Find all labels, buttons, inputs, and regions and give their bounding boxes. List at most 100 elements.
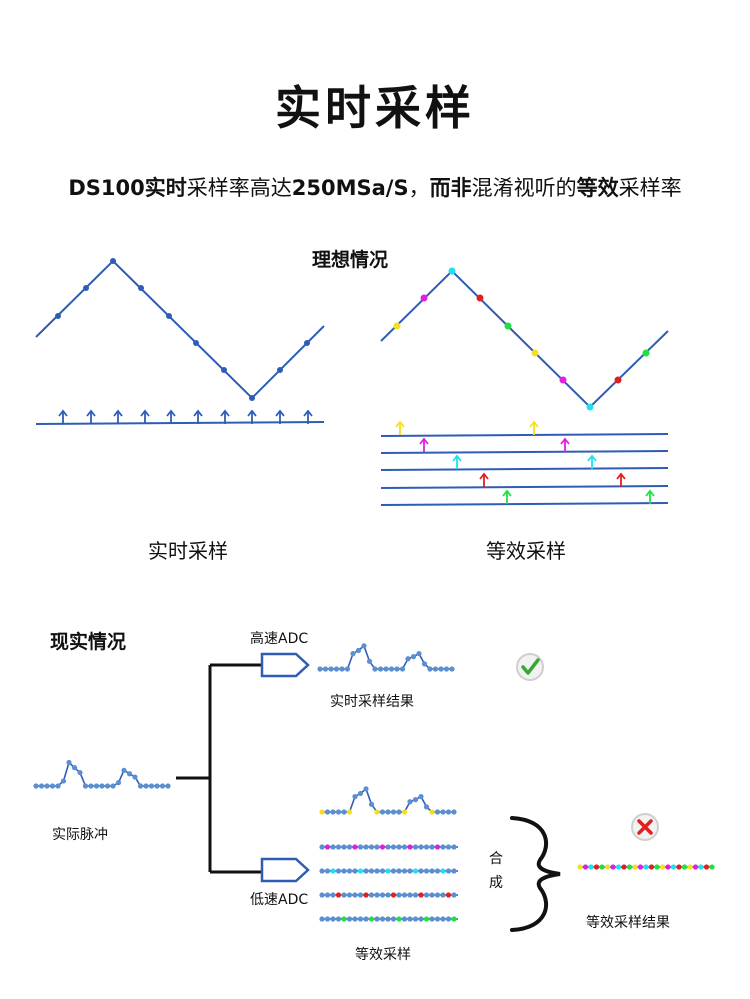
sample-arrow (560, 437, 570, 445)
row-sample (374, 868, 380, 874)
row-sample (379, 844, 386, 850)
row-sample (346, 892, 353, 898)
pulse-sample (449, 666, 455, 672)
row-sample (401, 868, 408, 874)
pulse-sample (432, 666, 439, 672)
subtitle-part: 等效 (576, 176, 619, 200)
row-sample (341, 916, 347, 922)
equivalent-triangle-wave (380, 269, 669, 409)
pulse-sample (401, 809, 408, 815)
result-sample (654, 864, 660, 870)
pulse-line (36, 761, 168, 787)
result-sample (676, 864, 682, 870)
pulse-sample (410, 654, 417, 660)
result-sample (681, 864, 688, 870)
sample-point (504, 322, 512, 330)
pulse-sample (390, 809, 397, 815)
sample-arrow (529, 420, 539, 428)
sample-arrow (193, 409, 203, 417)
cross-icon (631, 813, 659, 841)
pulse-sample (421, 661, 428, 667)
pulse-sample (377, 666, 384, 672)
row-sample (346, 916, 353, 922)
sample-arrow (479, 472, 489, 480)
pulse-sample (363, 786, 369, 792)
pulse-sample (379, 809, 386, 815)
realtime-triangle-wave (35, 259, 325, 400)
sample-arrow (166, 409, 176, 417)
pulse-sample (93, 783, 100, 789)
row-sample (346, 868, 353, 874)
subtitle-part: 实时 (144, 176, 187, 200)
row-sample (357, 844, 364, 850)
row-sample (440, 868, 446, 874)
pulse-sample (322, 666, 329, 672)
row-sample (324, 844, 331, 850)
pulse-sample (416, 650, 422, 657)
check-icon (516, 653, 544, 681)
pulse-sample (346, 809, 353, 815)
pulse-sample (366, 658, 373, 664)
row-sample (352, 916, 358, 922)
row-sample (440, 916, 446, 922)
pulse-sample (412, 797, 419, 803)
result-sample (610, 864, 616, 870)
sample-point (221, 367, 227, 373)
row-sample (401, 916, 408, 922)
row-sample (330, 844, 336, 850)
row-sample (368, 868, 375, 874)
pulse-sample (445, 809, 452, 815)
subtitle-part: 混淆视听的 (471, 176, 577, 200)
equivalent-label: 等效采样 (355, 947, 411, 963)
pulse-line (322, 787, 454, 813)
pulse-sample (154, 783, 160, 789)
real-heading: 现实情况 (50, 631, 127, 653)
pulse-sample (443, 666, 450, 672)
row-sample (407, 892, 413, 898)
pulse-sample (330, 809, 336, 815)
row-sample (335, 844, 342, 850)
row-sample (445, 868, 452, 874)
pulse-sample (396, 809, 402, 815)
branch-connector (176, 663, 262, 874)
result-sample (670, 864, 677, 870)
pulse-sample (434, 809, 441, 815)
row-sample (385, 892, 391, 898)
row-sample (341, 868, 347, 874)
ideal-heading: 理想情况 (312, 249, 389, 271)
pulse-sample (405, 656, 411, 662)
row-sample (335, 916, 342, 922)
row-sample (390, 868, 397, 874)
result-sample (593, 864, 600, 870)
row-sample (374, 916, 380, 922)
row-sample (357, 916, 364, 922)
sample-arrow (616, 472, 626, 480)
equivalent-caption: 等效采样 (486, 539, 566, 563)
subtitle-part: DS100 (68, 176, 145, 200)
row-sample (390, 892, 397, 898)
pulse-sample (429, 809, 435, 815)
row-sample (319, 892, 325, 898)
row-sample (412, 844, 419, 850)
row-sample (445, 892, 452, 898)
row-sample (341, 892, 347, 898)
pulse-sample (159, 783, 166, 789)
pulse-sample (440, 809, 446, 815)
pulse-sample (374, 809, 380, 815)
pulse-sample (328, 666, 334, 672)
sample-arrow (419, 437, 429, 445)
row-sample (352, 844, 358, 850)
equivalent-result-label: 等效采样结果 (586, 915, 670, 931)
sample-arrow (502, 489, 512, 497)
sample-point (531, 349, 539, 357)
sample-point (614, 376, 622, 384)
result-sample (643, 864, 649, 870)
row-sample (445, 916, 452, 922)
row-sample (363, 844, 369, 850)
equivalent-trace-row (319, 786, 457, 815)
row-sample (330, 916, 336, 922)
result-sample (582, 864, 589, 870)
pulse-sample (388, 666, 395, 672)
subtitle-part: 采样率 (618, 176, 682, 200)
high-adc-label: 高速ADC (250, 631, 309, 647)
